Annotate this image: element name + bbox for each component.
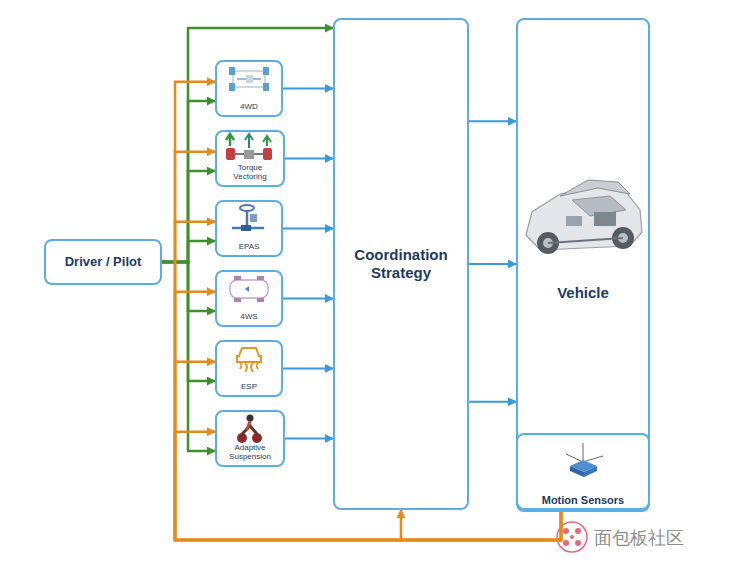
connector-arrow [162,101,215,262]
node-label: Driver / Pilot [65,254,142,270]
connector-arrow [175,362,561,540]
adaptive-suspension-icon [237,415,262,444]
watermark-text: 面包板社区 [594,526,684,550]
torque-vectoring-icon [226,134,272,160]
node-label: Adaptive Suspension [220,443,280,462]
epas-icon [232,205,264,231]
connector-arrow [283,298,333,300]
function-box: 4WD [215,60,283,117]
node-label: EPAS [239,242,260,252]
motion-sensor-icon [566,443,603,477]
node-label: 4WD [240,102,258,112]
function-box: 4WS [215,270,283,327]
node-label: Motion Sensors [542,494,625,507]
connector-arrow [469,263,516,265]
connector-arrow [175,82,561,540]
connector-arrow [162,171,215,262]
function-box: Torque Vectoring [215,130,285,187]
connector-arrow [162,262,215,451]
connector-arrow [175,292,561,540]
connector-arrow [175,432,561,540]
vehicle-box: VehicleMotion Sensors [516,18,650,510]
connector-arrow [285,438,333,440]
connector-arrow [175,222,561,540]
sensor-box: Motion Sensors [516,433,650,512]
car-illustration [526,180,642,254]
4wd-icon [229,67,269,91]
function-box: EPAS [215,200,283,257]
function-box: ESP [215,340,283,397]
connector-arrow [285,158,333,160]
node-label: Vehicle [557,284,609,302]
esp-icon [237,348,261,372]
node-label: 4WS [240,312,257,322]
node-label: Torque Vectoring [220,163,280,182]
driver-box: Driver / Pilot [44,239,162,285]
coordination-box: Coordination Strategy [333,18,469,510]
function-box: Adaptive Suspension [215,410,285,467]
connector-arrow [162,241,215,262]
connector-arrow [283,88,333,90]
connector-arrow [283,228,333,230]
4ws-icon [230,276,268,302]
connector-arrow [401,510,561,540]
node-label: ESP [241,382,257,392]
connector-arrow [162,28,333,262]
connector-arrow [469,401,516,403]
node-label: Coordination Strategy [338,246,464,282]
connector-arrow [469,120,516,122]
connector-arrow [283,368,333,370]
connector-arrow [175,152,561,540]
